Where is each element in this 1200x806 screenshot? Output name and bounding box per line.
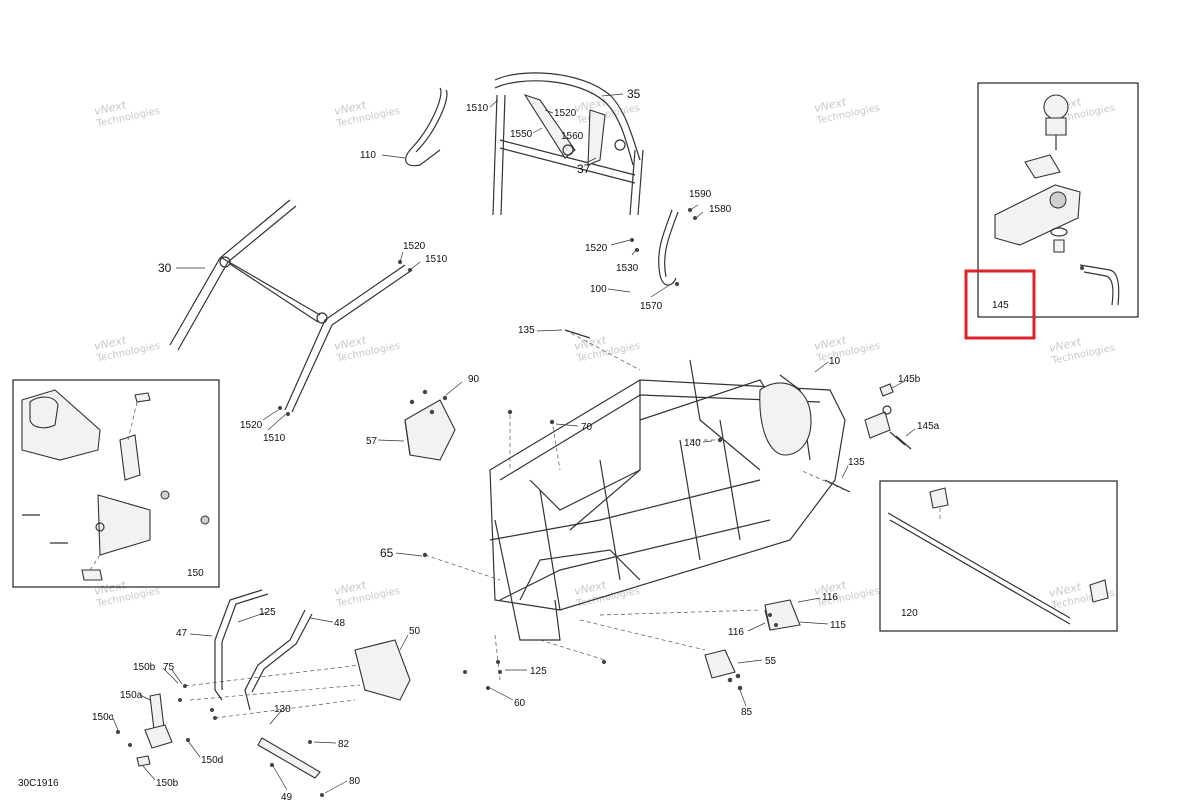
watermark: vNext Technologies — [93, 578, 161, 610]
callout-55: 55 — [765, 656, 777, 667]
callout-116: 116 — [728, 627, 744, 638]
callout-labels: 35 37 1510 1520 1550 1560 110 1590 1580 … — [92, 87, 1009, 803]
callout-1560: 1560 — [561, 131, 584, 142]
watermark: vNext Technologies — [333, 98, 401, 130]
main-frame — [489, 359, 846, 641]
watermark: vNext Technologies — [573, 578, 641, 610]
callout-150: 150 — [187, 568, 204, 579]
callout-145: 145 — [992, 300, 1009, 311]
callout-1530: 1530 — [616, 263, 639, 274]
callout-135: 135 — [848, 457, 865, 468]
callout-47: 47 — [176, 628, 188, 639]
diagram-reference-code: 30C1916 — [18, 778, 59, 789]
callout-30: 30 — [158, 261, 172, 275]
callout-1510: 1510 — [263, 433, 286, 444]
callout-150b: 150b — [133, 662, 156, 673]
callout-120: 120 — [901, 608, 918, 619]
callout-150b: 150b — [156, 778, 179, 789]
callout-70: 70 — [581, 422, 593, 433]
callout-1520: 1520 — [554, 108, 577, 119]
watermark: vNext Technologies — [333, 578, 401, 610]
callout-1510: 1510 — [466, 103, 489, 114]
assembly-lines — [184, 329, 846, 719]
watermark: vNext Technologies — [333, 333, 401, 365]
callout-125: 125 — [259, 607, 276, 618]
callout-1520: 1520 — [403, 241, 426, 252]
callout-100: 100 — [590, 284, 607, 295]
callout-49: 49 — [281, 792, 293, 803]
detail-box-120 — [879, 480, 1118, 632]
watermark: vNext Technologies — [573, 333, 641, 365]
callout-140: 140 — [684, 438, 701, 449]
callout-10: 10 — [829, 356, 841, 367]
callout-65: 65 — [380, 546, 394, 560]
callout-150c: 150c — [92, 712, 114, 723]
watermark: vNext Technologies — [813, 333, 881, 365]
callout-50: 50 — [409, 626, 421, 637]
callout-1510: 1510 — [425, 254, 448, 265]
watermark: vNext Technologies — [1048, 335, 1116, 367]
callout-1520: 1520 — [240, 420, 263, 431]
watermark: vNext Technologies — [93, 333, 161, 365]
callout-57: 57 — [366, 436, 378, 447]
callout-115: 115 — [830, 620, 846, 631]
callout-130: 130 — [274, 704, 291, 715]
callout-150a: 150a — [120, 690, 143, 701]
leader-lines — [111, 93, 916, 794]
bracket-55 — [704, 649, 743, 691]
callout-1580: 1580 — [709, 204, 732, 215]
detail-box-150 — [12, 379, 220, 588]
side-bar-assembly — [214, 589, 411, 797]
bracket-115 — [764, 599, 801, 631]
loose-hardware — [422, 329, 851, 690]
callout-90: 90 — [468, 374, 480, 385]
watermark: vNext Technologies — [93, 98, 161, 130]
callout-82: 82 — [338, 739, 350, 750]
callout-116: 116 — [822, 592, 838, 603]
callout-48: 48 — [334, 618, 346, 629]
callout-37: 37 — [577, 162, 591, 176]
detail-box-145 — [977, 82, 1139, 318]
watermark: vNext Technologies — [813, 578, 881, 610]
callout-35: 35 — [627, 87, 641, 101]
callout-145a: 145a — [917, 421, 940, 432]
callout-1590: 1590 — [689, 189, 712, 200]
callout-135: 135 — [518, 325, 535, 336]
callout-125: 125 — [530, 666, 547, 677]
hitch-small-parts — [864, 383, 912, 450]
callout-75: 75 — [163, 662, 175, 673]
rear-rops-assembly — [405, 72, 697, 286]
callout-1550: 1550 — [510, 129, 533, 140]
callout-150d: 150d — [201, 755, 223, 766]
callout-1570: 1570 — [640, 301, 663, 312]
callout-110: 110 — [360, 150, 376, 161]
callout-80: 80 — [349, 776, 361, 787]
callout-145b: 145b — [898, 374, 921, 385]
watermark: vNext Technologies — [813, 95, 881, 127]
lower-mount-parts — [116, 684, 217, 767]
callout-60: 60 — [514, 698, 526, 709]
callout-1520: 1520 — [585, 243, 608, 254]
callout-85: 85 — [741, 707, 753, 718]
bracket-57 — [404, 389, 456, 461]
highlight-box-145 — [964, 269, 1036, 340]
front-rops-assembly — [169, 199, 413, 416]
